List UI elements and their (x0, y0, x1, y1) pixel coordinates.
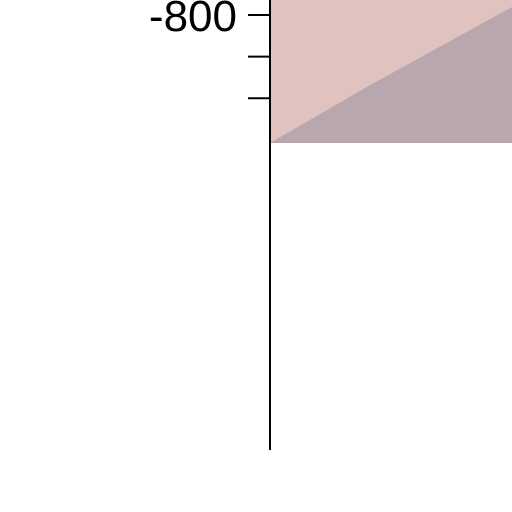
plot-areas (270, 0, 512, 143)
lower-area (270, 7, 512, 143)
y-axis-ticks (248, 14, 270, 100)
y-tick-label-minus-800: -800 (149, 0, 237, 41)
y-axis (248, 0, 271, 450)
